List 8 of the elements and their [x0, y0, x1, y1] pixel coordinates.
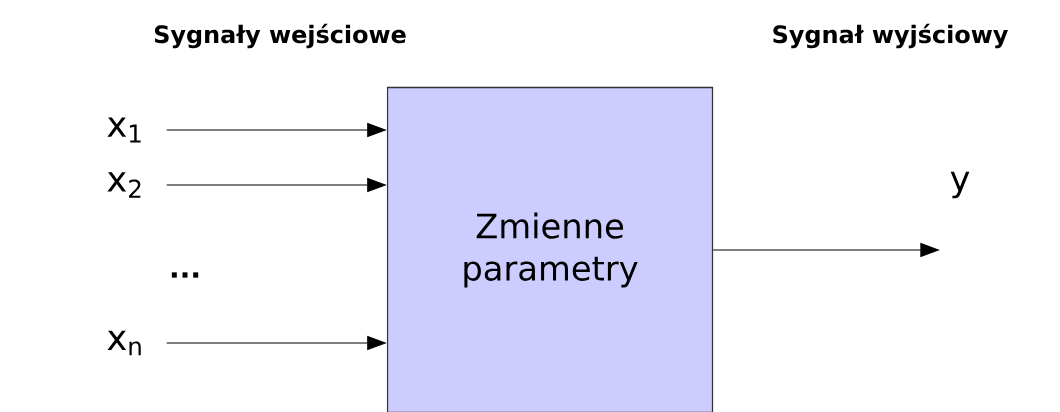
title: Sygnał wyjściowy — [773, 23, 1008, 49]
process-box: Zmienne parametry — [386, 86, 714, 412]
input-label: x$_{2}$ — [107, 172, 141, 198]
edge-label: y — [950, 171, 970, 199]
ellipsis: ... — [171, 272, 199, 278]
title: Sygnały wejściowe — [154, 23, 406, 49]
input-label: x$_{1}$ — [107, 117, 141, 143]
input-label: x$_{n}$ — [107, 330, 141, 356]
